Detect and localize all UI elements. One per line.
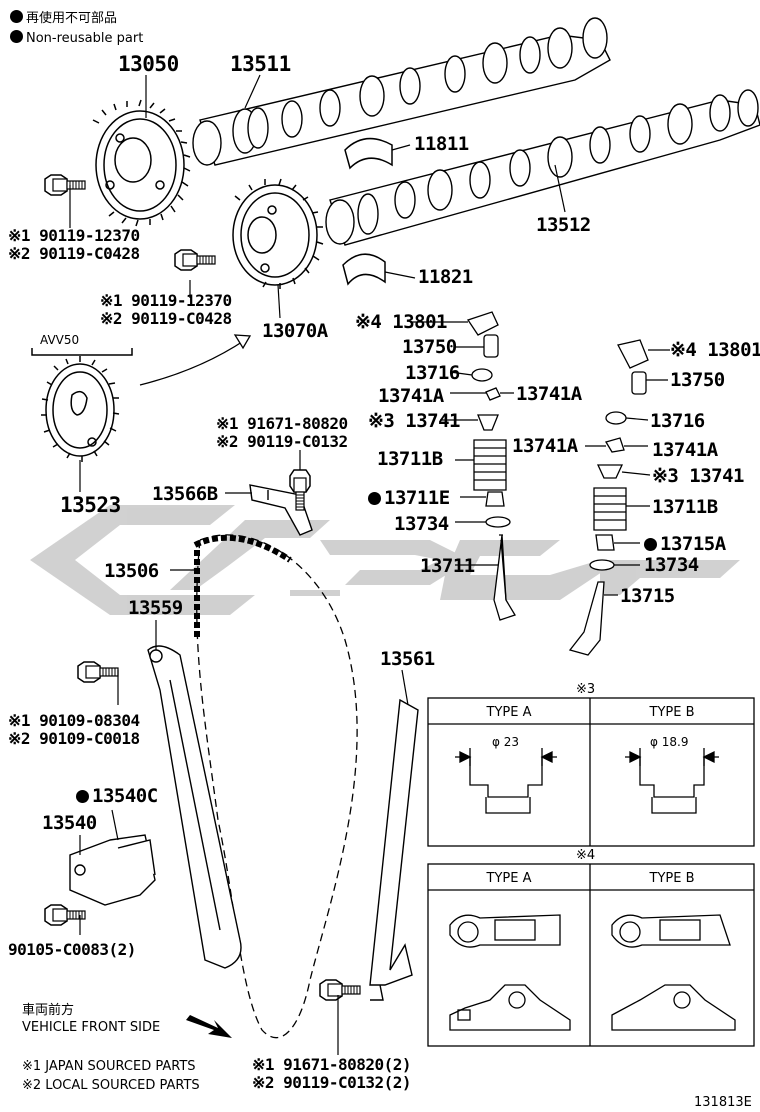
part-13540C: 13540C (76, 787, 158, 806)
bottom-bolt-local: ※2 90119-C0132(2) (252, 1073, 412, 1092)
part-13070A: 13070A (262, 320, 328, 342)
sprocket-13523 (31, 348, 133, 462)
part-13801-b: ※4 13801 (670, 339, 760, 361)
nonreusable-dot-icon (644, 538, 657, 551)
table3-col-a: TYPE A (486, 705, 532, 720)
table4-mark: ※4 (576, 848, 596, 863)
bolt-icon (174, 249, 216, 271)
direction-arrow (139, 339, 246, 386)
bottom-bolt-japan: ※1 91671-80820(2) (252, 1055, 412, 1074)
legend-nonreusable-en: Non-reusable part (10, 30, 143, 45)
guide-bolt-local: ※2 90119-C0132 (216, 432, 348, 451)
part-13715A: 13715A (644, 535, 726, 554)
watermark-logo (30, 505, 740, 615)
arm-bolt-local: ※2 90109-C0018 (8, 729, 140, 748)
bolt-icon (44, 904, 86, 926)
nonreusable-dot-icon (368, 492, 381, 505)
part-13711B-b: 13711B (652, 496, 718, 518)
nonreusable-dot-icon (10, 30, 23, 43)
arm-bolt-japan: ※1 90109-08304 (8, 711, 140, 730)
cam-gear-13050 (92, 99, 191, 227)
legend-nonreusable-ja: 再使用不可部品 (10, 10, 117, 25)
table3-frame (427, 697, 755, 847)
part-13734-a: 13734 (394, 513, 449, 535)
bolt2-japan: ※1 90119-12370 (100, 291, 232, 310)
vehicle-front-ja: 車両前方 (22, 1003, 75, 1018)
part-13741A-l2: 13741A (512, 435, 578, 457)
part-13711E: 13711E (368, 489, 450, 508)
camshaft-13512 (325, 89, 760, 246)
part-13741A-r1: 13741A (516, 383, 582, 405)
bearing-11811 (344, 137, 393, 170)
part-13741-a: ※3 13741 (368, 410, 461, 432)
part-13559: 13559 (128, 597, 183, 619)
part-13711: 13711 (420, 555, 475, 577)
part-11811: 11811 (414, 133, 469, 155)
table3-dim-b: φ 18.9 (650, 735, 689, 749)
timing-chain-13506 (196, 534, 358, 1039)
part-13540: 13540 (42, 812, 97, 834)
part-13716-b: 13716 (650, 410, 705, 432)
part-13566B: 13566B (152, 483, 218, 505)
table3-mark: ※3 (576, 682, 596, 697)
valve-train-left (466, 311, 516, 621)
part-13506: 13506 (104, 560, 159, 582)
tensioner-bolt: 90105-C0083(2) (8, 940, 136, 959)
figure-id: 131813E (694, 1095, 752, 1110)
part-13511: 13511 (230, 52, 291, 76)
note-japan-sourced: ※1 JAPAN SOURCED PARTS (22, 1059, 196, 1074)
part-13750-b: 13750 (670, 369, 725, 391)
tensioner-arm-13559 (147, 645, 242, 969)
note-local-sourced: ※2 LOCAL SOURCED PARTS (22, 1078, 200, 1093)
bolt1-local: ※2 90119-C0428 (8, 244, 140, 263)
vehicle-front-en: VEHICLE FRONT SIDE (22, 1020, 161, 1035)
table3-col-b: TYPE B (649, 705, 695, 720)
part-13741A-l1: 13741A (378, 385, 444, 407)
part-13741-b: ※3 13741 (652, 465, 745, 487)
bolt-icon (319, 979, 361, 1001)
part-13715: 13715 (620, 585, 675, 607)
nonreusable-dot-icon (10, 10, 23, 23)
bearing-11821 (342, 253, 386, 286)
bolt1-japan: ※1 90119-12370 (8, 226, 140, 245)
guide-bolt-japan: ※1 91671-80820 (216, 414, 348, 433)
table3-dim-a: φ 23 (492, 735, 519, 749)
part-13741A-r2: 13741A (652, 439, 718, 461)
part-13734-b: 13734 (644, 554, 699, 576)
part-13716-a: 13716 (405, 362, 460, 384)
chain-guide-13561 (369, 698, 419, 1001)
table4-frame (427, 863, 755, 1047)
nonreusable-dot-icon (76, 790, 89, 803)
bolt-icon (77, 661, 119, 683)
camshaft-13511 (192, 17, 611, 166)
timing-chain-solid (193, 534, 292, 563)
part-13750-a: 13750 (402, 336, 457, 358)
part-13050: 13050 (118, 52, 179, 76)
cam-gear-13070A (232, 178, 324, 289)
part-13561: 13561 (380, 648, 435, 670)
table4-col-a: TYPE A (486, 871, 532, 886)
leader-lines (69, 74, 670, 1055)
part-13523: 13523 (60, 493, 121, 517)
part-11821: 11821 (418, 266, 473, 288)
bolt-icon (44, 174, 86, 196)
part-13512: 13512 (536, 214, 591, 236)
table4-col-b: TYPE B (649, 871, 695, 886)
vehicle-front-arrow (186, 1015, 232, 1038)
chain-tensioner-13540 (69, 834, 156, 906)
part-13801-a: ※4 13801 (355, 311, 448, 333)
part-13711B-a: 13711B (377, 448, 443, 470)
bolt2-local: ※2 90119-C0428 (100, 309, 232, 328)
valve-train-right (568, 339, 649, 656)
avv50-label: AVV50 (40, 333, 80, 347)
